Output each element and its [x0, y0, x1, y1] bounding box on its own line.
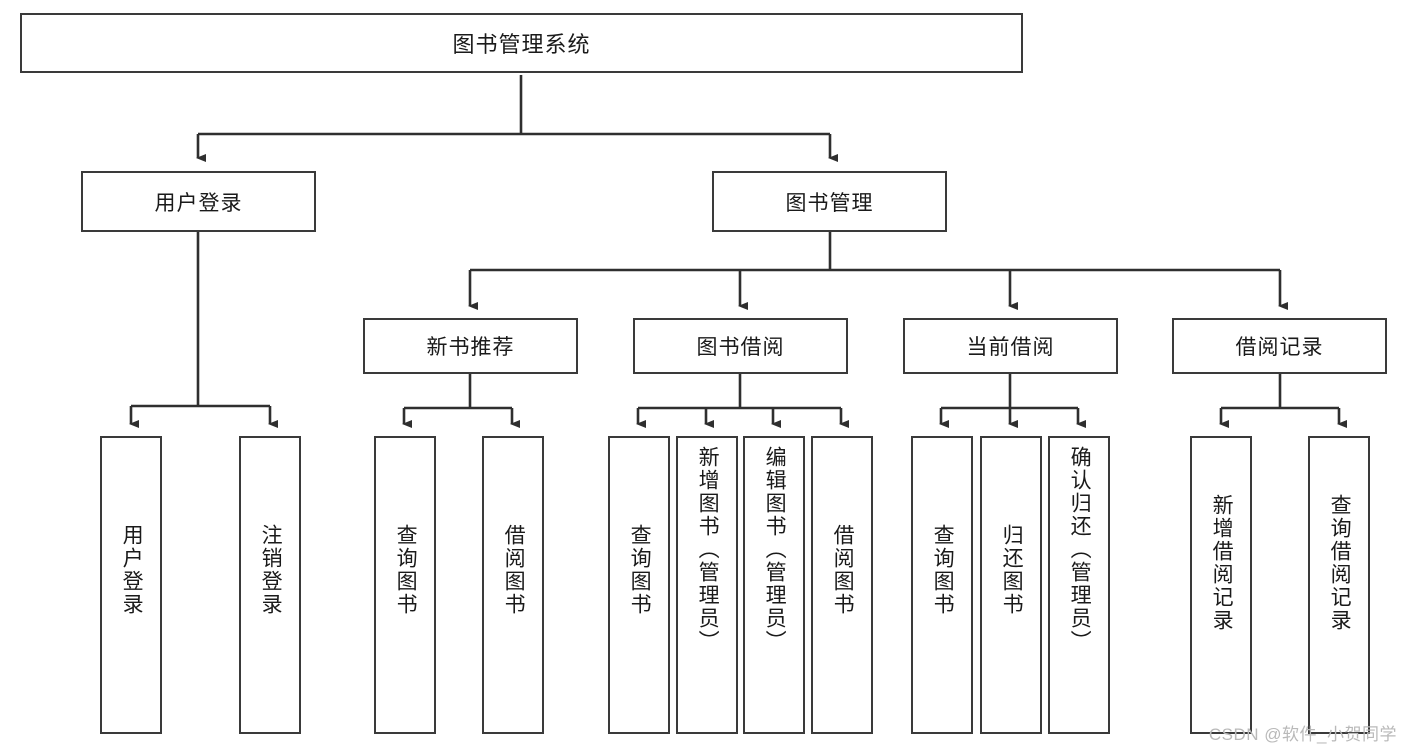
node-borrow-record[interactable]: 借阅记录 — [1172, 318, 1387, 374]
node-leaf-query-book-2[interactable]: 查询图书 — [608, 436, 670, 734]
node-leaf-edit-book[interactable]: 编辑图书（管理员） — [743, 436, 805, 734]
node-label: 图书管理系统 — [452, 32, 591, 57]
node-label: 确认归还（管理员） — [1068, 446, 1092, 653]
node-leaf-logout-login[interactable]: 注销登录 — [239, 436, 301, 734]
node-label: 借阅图书 — [831, 524, 855, 616]
node-leaf-query-record[interactable]: 查询借阅记录 — [1308, 436, 1370, 734]
node-label: 新增借阅记录 — [1210, 494, 1234, 632]
node-leaf-user-login[interactable]: 用户登录 — [100, 436, 162, 734]
node-current-borrow[interactable]: 当前借阅 — [903, 318, 1118, 374]
node-label: 借阅图书 — [502, 524, 526, 616]
node-new-book-rec[interactable]: 新书推荐 — [363, 318, 578, 374]
node-label: 查询图书 — [394, 524, 418, 616]
watermark-label: CSDN @软件_小贺同学 — [1208, 725, 1397, 744]
node-label: 注销登录 — [259, 524, 283, 616]
node-label: 图书管理 — [785, 191, 874, 215]
node-book-manage[interactable]: 图书管理 — [712, 171, 947, 232]
node-label: 编辑图书（管理员） — [763, 446, 787, 653]
node-book-borrow[interactable]: 图书借阅 — [633, 318, 848, 374]
node-leaf-add-book[interactable]: 新增图书（管理员） — [676, 436, 738, 734]
node-leaf-borrow-book-1[interactable]: 借阅图书 — [482, 436, 544, 734]
node-leaf-query-book-1[interactable]: 查询图书 — [374, 436, 436, 734]
node-leaf-confirm-return[interactable]: 确认归还（管理员） — [1048, 436, 1110, 734]
node-leaf-return-book[interactable]: 归还图书 — [980, 436, 1042, 734]
node-label: 当前借阅 — [966, 336, 1055, 359]
node-leaf-query-book-3[interactable]: 查询图书 — [911, 436, 973, 734]
node-label: 归还图书 — [1000, 524, 1024, 616]
node-leaf-add-record[interactable]: 新增借阅记录 — [1190, 436, 1252, 734]
node-label: 图书借阅 — [696, 336, 785, 359]
node-label: 用户登录 — [154, 191, 243, 215]
node-root-system[interactable]: 图书管理系统 — [20, 13, 1023, 73]
node-label: 借阅记录 — [1235, 336, 1324, 359]
node-label: 查询借阅记录 — [1328, 494, 1352, 632]
node-leaf-borrow-book-2[interactable]: 借阅图书 — [811, 436, 873, 734]
node-label: 用户登录 — [120, 524, 144, 616]
node-label: 新增图书（管理员） — [696, 446, 720, 653]
node-user-login[interactable]: 用户登录 — [81, 171, 316, 232]
node-label: 查询图书 — [931, 524, 955, 616]
node-label: 新书推荐 — [426, 336, 515, 359]
node-label: 查询图书 — [628, 524, 652, 616]
